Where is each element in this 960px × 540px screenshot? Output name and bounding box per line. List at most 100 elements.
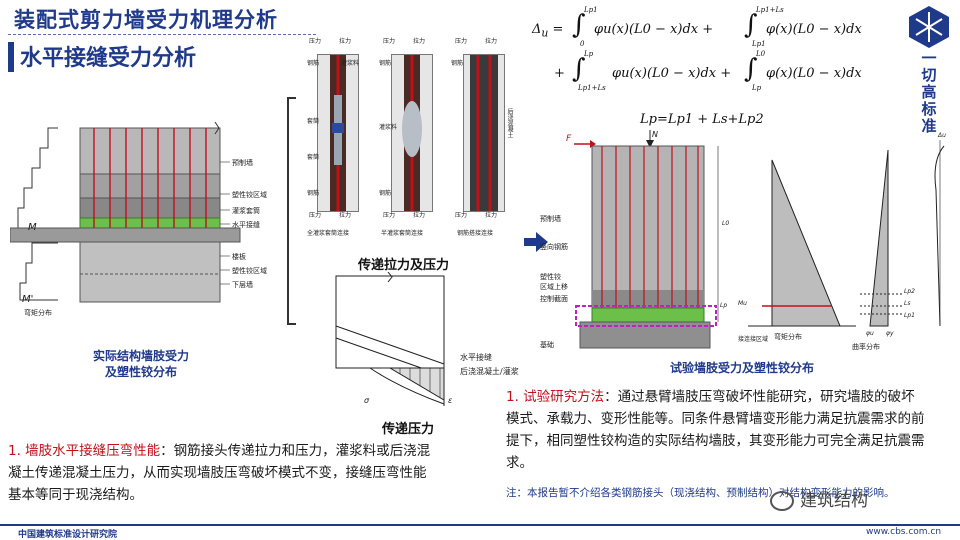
s1-grout: 灌浆料: [341, 60, 360, 67]
label-plastic-hinge-lower: 塑性铰区域: [232, 267, 267, 275]
label-phi-y: φy: [886, 330, 894, 337]
epsilon-symbol: ε: [448, 396, 453, 405]
int3-body: φu(x)(L0 − x)dx +: [612, 66, 732, 81]
specimen-gallery: 压力 拉力 钢筋 灌浆料 套筒 套筒 钢筋 压力 拉力 全灌浆套筒连接 压力 拉…: [305, 32, 525, 242]
footer-rule: [0, 524, 960, 526]
s2-bottom-compression: 压力: [383, 212, 396, 219]
label-phi-u: φu: [866, 330, 874, 337]
s3-top-compression: 压力: [455, 38, 468, 45]
s2-caption: 半灌浆套筒连接: [381, 230, 424, 237]
s2-grout: 灌浆料: [379, 124, 398, 131]
watermark-text: 建筑结构: [800, 491, 868, 511]
label-moment-M-prime: M': [22, 294, 34, 305]
logo-char: 一: [921, 49, 937, 67]
s1-bottom-compression: 压力: [309, 212, 322, 219]
heading-colon-right: ：: [604, 389, 618, 405]
label-axial-N: N: [652, 130, 658, 139]
joint-performance-body: 钢筋接头传递拉力和压力，灌浆料或后浇混凝土传递混凝土压力，从而实现墙肢压弯破坏模…: [8, 443, 431, 503]
subtitle-accent-bar: [8, 42, 14, 72]
test-method-heading: 1. 试验研究方法: [506, 389, 605, 405]
s2-top-tension: 拉力: [413, 38, 426, 45]
logo-char: 切: [921, 66, 937, 84]
s1-caption: 全灌浆套筒连接: [307, 230, 350, 237]
label-curvature-distribution: 曲率分布: [852, 343, 880, 351]
logo-char: 准: [921, 117, 937, 135]
label-horizontal-joint: 水平接缝: [232, 221, 260, 229]
test-method-body: 通过悬臂墙肢压弯破坏性能研究，研究墙肢的破坏模式、承载力、变形性能等。同条件悬臂…: [506, 389, 925, 471]
s1-top-tension: 拉力: [339, 38, 352, 45]
caption-line-2: 及塑性铰分布: [104, 365, 177, 379]
footer-organization: 中国建筑标准设计研究院: [18, 530, 118, 540]
specimen-photo-1: [317, 54, 359, 212]
label-plastic-zone: 塑性铰: [540, 273, 561, 281]
label-sleeve-region: 接连接区域: [738, 336, 769, 343]
left-wall-figure: 预制墙 塑性铰区域 灌浆套筒 水平接缝 楼板 塑性铰区域 下层墙 M M' 弯矩…: [9, 118, 300, 338]
s3-top-tension: 拉力: [485, 38, 498, 45]
s1-sleeve: 套筒: [307, 118, 320, 125]
int2-lower: Lp1: [752, 40, 766, 48]
int1-upper: Lp1: [584, 6, 598, 14]
s3-concrete: 后浇混凝土: [506, 108, 513, 138]
label-horizontal-joint-mid: 水平接缝: [460, 353, 492, 362]
snowflake-icon: [909, 6, 949, 48]
label-plastic-hinge: 塑性铰区域: [232, 191, 267, 199]
specimen-photo-3: [463, 54, 505, 212]
deformation-formula: Δu = ∫ Lp1 0 φu(x)(L0 − x)dx + ∫ Lp1+Ls …: [532, 4, 902, 134]
right-figure-caption: 试验墙肢受力及塑性铰分布: [670, 361, 815, 375]
transfer-compression-heading: 传递压力: [382, 422, 435, 437]
int4-body: φ(x)(L0 − x)dx: [766, 66, 862, 81]
page-title: 装配式剪力墙受力机理分析: [14, 8, 278, 32]
s2-rebar-bottom: 钢筋: [379, 190, 392, 197]
label-Lp2: Lp2: [904, 288, 915, 295]
int2-body: φ(x)(L0 − x)dx: [766, 22, 862, 37]
int2-upper: Lp1+Ls: [756, 6, 784, 14]
int3-upper: Lp: [584, 50, 594, 58]
test-method-paragraph: 1. 试验研究方法：通过悬臂墙肢压弯破坏性能研究，研究墙肢的破坏模式、承载力、变…: [506, 386, 926, 474]
label-moment-distribution: 弯矩分布: [24, 309, 52, 317]
s1-sleeve-2: 套筒: [307, 154, 320, 161]
sigma-symbol: σ: [364, 396, 370, 405]
label-moment-distribution-right: 弯矩分布: [774, 333, 802, 341]
title-divider: [8, 34, 316, 35]
left-figure-caption: 实际结构墙肢受力 及塑性铰分布: [56, 348, 226, 380]
formula-equals: =: [548, 22, 564, 37]
s1-bottom-tension: 拉力: [339, 212, 352, 219]
formula-plus: +: [554, 66, 565, 81]
report-note: 注：本报告暂不介绍各类钢筋接头（现浇结构、预制结构）对结构变形能力的影响。: [506, 487, 895, 499]
test-wall-figure: F N 预制墙 竖向钢筋 塑性铰 区域上移 控制截面 基础 L0 Lp Mu 接…: [540, 130, 955, 355]
s2-rebar-top: 钢筋: [379, 60, 392, 67]
label-L0: L0: [722, 220, 730, 227]
label-lower-wall: 下层墙: [232, 281, 253, 289]
label-control-section: 控制截面: [540, 295, 568, 303]
label-post-cast-concrete: 后浇混凝土/灌浆: [460, 367, 519, 376]
s3-bottom-compression: 压力: [455, 212, 468, 219]
label-delta-u: Δu: [938, 132, 946, 139]
label-precast-wall: 预制墙: [232, 159, 253, 167]
footer-website[interactable]: www.cbs.com.cn: [866, 527, 942, 537]
caption-line-1: 实际结构墙肢受力: [92, 349, 189, 363]
s3-rebar: 钢筋: [451, 60, 464, 67]
joint-stress-diagram: σ ε: [330, 271, 480, 412]
s3-bottom-tension: 拉力: [485, 212, 498, 219]
label-Mu: Mu: [738, 300, 747, 307]
integral-sign-4: ∫: [744, 54, 758, 84]
formula-lp-sum: Lp=Lp1 + Ls+Lp2: [640, 112, 764, 127]
logo-char: 高: [921, 83, 937, 101]
int4-lower: Lp: [752, 84, 762, 92]
integral-sign-1: ∫: [572, 10, 586, 40]
joint-performance-paragraph: 1. 墙肢水平接缝压弯性能：钢筋接头传递拉力和压力，灌浆料或后浇混凝土传递混凝土…: [8, 440, 438, 506]
wechat-watermark: 建筑结构: [770, 486, 868, 511]
label-floor-slab: 楼板: [232, 253, 246, 261]
label-precast-wall-right: 预制墙: [540, 215, 561, 223]
label-Ls: Ls: [904, 300, 911, 307]
right-arrow-icon: [524, 232, 548, 252]
brand-logo: 一 切 高 标 准: [904, 4, 954, 135]
s3-caption: 钢筋搭接连接: [457, 230, 494, 237]
s1-top-compression: 压力: [309, 38, 322, 45]
label-moment-M: M: [28, 222, 37, 233]
s2-bottom-tension: 拉力: [413, 212, 426, 219]
integral-sign-3: ∫: [572, 54, 586, 84]
s1-rebar-bottom: 钢筋: [307, 190, 320, 197]
formula-delta-sub: u: [541, 26, 549, 40]
wechat-icon: [770, 491, 794, 511]
